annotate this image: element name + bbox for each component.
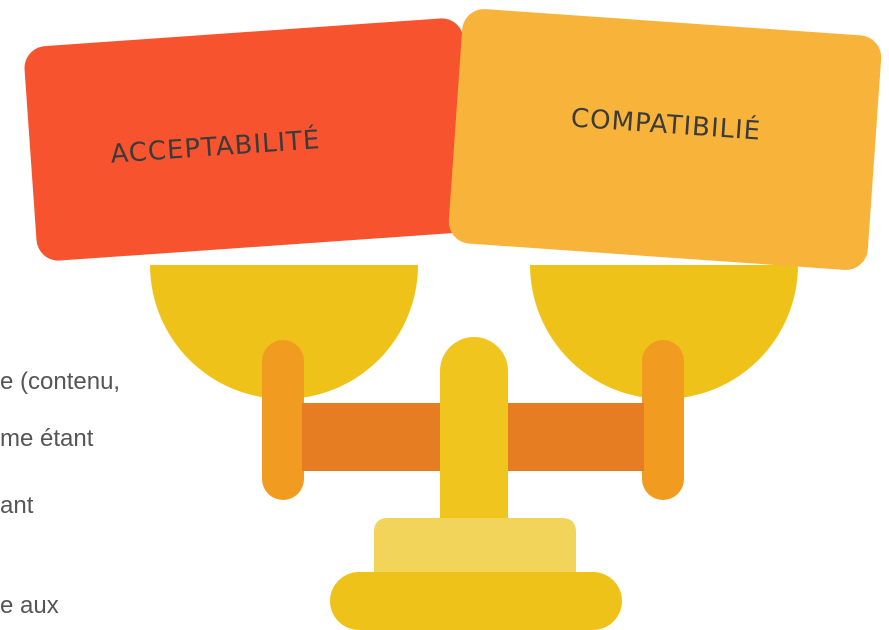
acceptability-label: ACCEPTABILITÉ <box>109 124 322 170</box>
compatibility-card: COMPATIBILIÉ <box>447 7 883 272</box>
right-pan <box>530 265 798 399</box>
left-arm <box>262 340 304 500</box>
center-post <box>440 337 508 557</box>
left-pan <box>150 265 418 399</box>
base-top <box>374 518 576 580</box>
base-bottom <box>330 572 622 630</box>
body-text-line-2: me étant <box>0 425 94 452</box>
body-text-line-1: e (contenu, <box>0 368 121 395</box>
compatibility-label: COMPATIBILIÉ <box>569 102 763 147</box>
acceptability-card: ACCEPTABILITÉ <box>23 16 477 263</box>
body-text-line-3: ant <box>0 492 34 519</box>
body-text-line-4: e aux <box>0 592 59 619</box>
right-arm <box>642 340 684 500</box>
